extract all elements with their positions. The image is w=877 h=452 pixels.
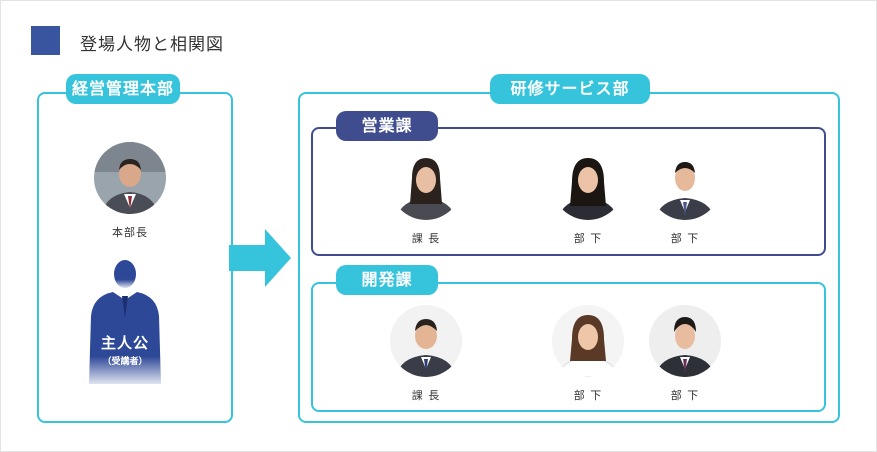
dev-member-1-role: 部 下	[573, 389, 603, 402]
hero-name: 主人公	[100, 334, 149, 352]
dev-member-2-avatar	[649, 305, 721, 377]
sales-label: 営業課	[336, 111, 438, 141]
left-group-label: 経営管理本部	[66, 74, 180, 104]
hero-note: （受講者）	[102, 357, 148, 367]
dev-member-2: 部 下	[645, 305, 725, 403]
page-title: 登場人物と相関図	[80, 35, 224, 55]
arrow-right-icon	[229, 229, 291, 287]
dev-manager-avatar	[390, 305, 462, 377]
head-person: 本部長	[90, 142, 170, 240]
head-avatar	[94, 142, 166, 214]
head-role: 本部長	[112, 226, 148, 239]
person-silhouette-icon	[89, 260, 161, 384]
sales-member-1: 部 下	[548, 148, 628, 246]
dev-manager: 課 長	[386, 305, 466, 403]
title-marker	[31, 26, 60, 55]
sales-manager-avatar	[390, 148, 462, 220]
sales-manager-role: 課 長	[411, 232, 441, 245]
dev-label: 開発課	[336, 265, 438, 295]
sales-member-1-avatar	[552, 148, 624, 220]
hero-label: 主人公 （受講者）	[85, 332, 165, 367]
sales-member-2-role: 部 下	[670, 232, 700, 245]
sales-manager: 課 長	[386, 148, 466, 246]
dev-manager-role: 課 長	[411, 389, 441, 402]
sales-member-2: 部 下	[645, 148, 725, 246]
sales-member-1-role: 部 下	[573, 232, 603, 245]
dev-member-1: 部 下	[548, 305, 628, 403]
sales-member-2-avatar	[649, 148, 721, 220]
dev-member-2-role: 部 下	[670, 389, 700, 402]
right-group-label: 研修サービス部	[490, 74, 650, 104]
dev-member-1-avatar	[552, 305, 624, 377]
